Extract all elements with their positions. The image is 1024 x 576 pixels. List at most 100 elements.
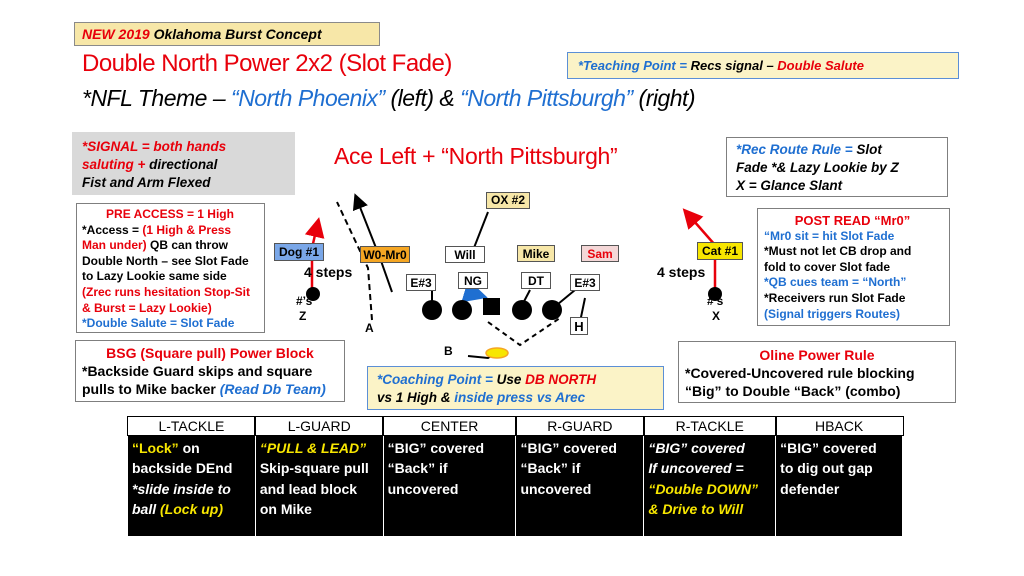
post-read-line-2: *Must not let CB drop and <box>764 244 912 259</box>
teaching-point-suffix: Double Salute <box>777 58 864 73</box>
tag-year: NEW 2019 <box>82 26 150 42</box>
subtitle-left-name: “North Phoenix” <box>231 85 385 111</box>
pre-access-line-5: (Zrec runs hesitation Stop-Sit <box>82 284 251 299</box>
c-c: uncovered <box>387 480 459 497</box>
rg-c: uncovered <box>520 480 592 497</box>
dt-arrow <box>461 279 488 303</box>
coach-l2a: vs 1 High & <box>377 390 455 405</box>
bsg-l2a: pulls to Mike backer <box>82 381 220 397</box>
tag-rest: Oklahoma Burst Concept <box>149 26 322 42</box>
teaching-point-box: *Teaching Point = Recs signal – Double S… <box>567 52 959 79</box>
th-rtackle: R-TACKLE <box>642 415 777 436</box>
lg-c: and lead block <box>259 480 358 497</box>
dog1-label: Dog #1 <box>274 243 324 261</box>
e3-left-label: E#3 <box>406 274 436 291</box>
rg-b: “Back” if <box>520 460 581 477</box>
hb-a: “BIG” covered <box>780 440 877 456</box>
steps-left: 4 steps <box>304 264 353 280</box>
slot-fade-route <box>352 193 393 293</box>
subtitle-right-name: “North Pittsburgh” <box>460 85 633 111</box>
coach-line-1: *Coaching Point = Use DB NORTH <box>377 371 663 389</box>
signal-line-3: Fist and Arm Flexed <box>82 175 211 190</box>
rt-a: “BIG” covered <box>648 440 745 456</box>
cell-rtackle: “BIG” covered If uncovered = “Double DOW… <box>643 434 777 537</box>
coach-l1b: Use <box>496 372 526 387</box>
post-read-line-5: *Receivers run Slot Fade <box>764 290 906 305</box>
oline-line-1: *Covered-Uncovered rule blocking <box>685 365 915 381</box>
coaching-point-box: *Coaching Point = Use DB NORTH vs 1 High… <box>367 366 664 410</box>
c-b: “Back” if <box>387 460 448 477</box>
lg-d: on Mike <box>259 501 312 518</box>
center-square <box>483 298 500 315</box>
rt-b: If uncovered = <box>648 460 744 477</box>
bsg-box: BSG (Square pull) Power Block *Backside … <box>75 340 345 402</box>
steps-right: 4 steps <box>657 264 706 280</box>
lt-d: *slide inside to <box>132 480 231 497</box>
concept-tag: NEW 2019 Oklahoma Burst Concept <box>74 22 380 46</box>
x-circle <box>708 287 722 301</box>
pre-access-l1a: *Access = <box>82 222 143 237</box>
z-numbers: #’s <box>296 294 313 308</box>
rec-rule-line-2: Fade *& Lazy Lookie by Z <box>736 160 899 175</box>
subtitle-prefix: *NFL Theme – <box>82 85 232 111</box>
sam-label: Sam <box>581 245 619 262</box>
coach-line-2: vs 1 High & inside press vs Arec <box>377 389 663 407</box>
signal-box: *SIGNAL = both hands saluting + directio… <box>72 132 295 195</box>
table-header-row: L-TACKLE L-GUARD CENTER R-GUARD R-TACKLE… <box>126 415 904 436</box>
lt-f: (Lock up) <box>160 501 224 518</box>
lt-a: “Lock” <box>132 440 179 456</box>
page-subtitle: *NFL Theme – “North Phoenix” (left) & “N… <box>82 85 696 112</box>
pre-access-line-3: Double North – see Slot Fade <box>82 253 249 268</box>
pre-access-line-4: to Lazy Lookie same side <box>82 269 227 284</box>
oline-rule-box: Oline Power Rule *Covered-Uncovered rule… <box>678 341 956 403</box>
x-label: X <box>712 309 721 323</box>
post-read-title: POST READ “Mr0” <box>794 213 911 228</box>
lg-circle <box>452 300 472 320</box>
pre-access-box: PRE ACCESS = 1 High *Access = (1 High & … <box>76 203 265 333</box>
pre-access-line-1: *Access = (1 High & Press <box>82 223 264 239</box>
h-label: H <box>570 317 588 335</box>
z-circle <box>306 287 320 301</box>
e3-right-label: E#3 <box>570 274 600 291</box>
ball-carrier <box>485 347 509 359</box>
pre-access-l2a: Man under) <box>82 238 147 253</box>
bsg-title: BSG (Square pull) Power Block <box>106 345 314 361</box>
pre-access-line-2: Man under) QB can throw <box>82 238 264 254</box>
bsg-line-1: *Backside Guard skips and square <box>82 363 313 379</box>
pre-access-l2b: QB can throw <box>146 238 229 253</box>
bsg-l2b: (Read Db Team) <box>219 381 326 397</box>
will-label: Will <box>445 246 485 263</box>
lt-c: backside DEnd <box>132 460 233 477</box>
rec-rule-slot: Slot <box>856 142 882 157</box>
coach-l1c: DB NORTH <box>525 372 597 387</box>
post-read-line-4: *QB cues team = “North” <box>764 275 907 290</box>
rt-d: & Drive to Will <box>648 501 744 518</box>
x-numbers: #’s <box>707 294 724 308</box>
signal-line-2-black: directional <box>149 157 218 172</box>
signal-line-1: *SIGNAL = both hands <box>82 139 227 154</box>
cell-rguard: “BIG” covered “Back” if uncovered <box>515 434 645 537</box>
a-label: A <box>365 321 374 335</box>
cell-ltackle: “Lock” on backside DEnd *slide inside to… <box>127 434 256 537</box>
rt-c: “Double DOWN” <box>648 480 758 497</box>
th-hback: HBACK <box>774 415 904 436</box>
ng-label: NG <box>458 272 488 289</box>
slot-a-route <box>336 201 373 321</box>
th-lguard: L-GUARD <box>254 415 385 436</box>
b-label: B <box>444 344 453 358</box>
oline-assignments-table: L-TACKLE L-GUARD CENTER R-GUARD R-TACKLE… <box>126 415 904 537</box>
pre-access-title: PRE ACCESS = 1 High <box>106 207 234 221</box>
teaching-point-mid: Recs signal – <box>690 58 778 73</box>
cat1-label: Cat #1 <box>697 242 743 260</box>
cell-center: “BIG” covered “Back” if uncovered <box>382 434 517 537</box>
signal-line-2-red: saluting + <box>82 157 150 172</box>
rg-circle <box>512 300 532 320</box>
rec-rule-line-1: *Rec Route Rule = Slot <box>736 141 947 159</box>
post-read-line-3: fold to cover Slot fade <box>764 259 891 274</box>
signal-line-2: saluting + directional <box>82 156 295 174</box>
lt-b: on <box>178 440 200 456</box>
rt-circle <box>542 300 562 320</box>
lt-circle <box>422 300 442 320</box>
pre-access-line-7: *Double Salute = Slot Fade <box>82 316 235 331</box>
